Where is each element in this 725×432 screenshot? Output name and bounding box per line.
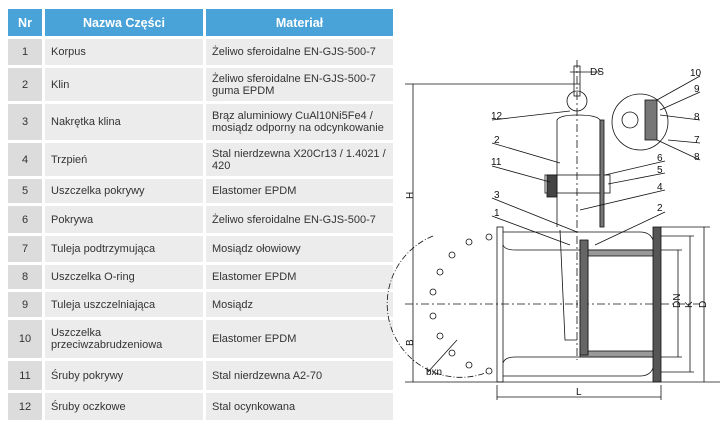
row-name: Uszczelka przeciwzabrudzeniowa (45, 320, 203, 358)
row-nr: 9 (8, 292, 42, 317)
header-name: Nazwa Części (45, 9, 203, 36)
row-name: Uszczelka pokrywy (45, 179, 203, 203)
label-k: K (684, 301, 695, 308)
callout-1: 1 (494, 208, 500, 219)
row-name: Uszczelka O-ring (45, 265, 203, 289)
row-material: Żeliwo sferoidalne EN-GJS-500-7 (206, 206, 393, 233)
row-name: Trzpień (45, 143, 203, 176)
callout-7: 7 (694, 135, 700, 146)
label-bxn: bxn (426, 367, 442, 378)
callout-4: 4 (657, 182, 663, 193)
callout-leaders (427, 75, 701, 373)
row-nr: 6 (8, 206, 42, 233)
row-nr: 1 (8, 39, 42, 65)
row-name: Klin (45, 68, 203, 101)
row-name: Tuleja podtrzymująca (45, 236, 203, 262)
label-h: H (405, 192, 416, 199)
label-b: B (405, 339, 416, 346)
row-nr: 10 (8, 320, 42, 358)
row-material: Mosiądz (206, 292, 393, 317)
row-material: Żeliwo sferoidalne EN-GJS-500-7 (206, 39, 393, 65)
row-nr: 5 (8, 179, 42, 203)
row-material: Żeliwo sferoidalne EN-GJS-500-7 guma EPD… (206, 68, 393, 101)
row-nr: 11 (8, 361, 42, 390)
row-material: Stal nierdzewna X20Cr13 / 1.4021 / 420 (206, 143, 393, 176)
row-nr: 2 (8, 68, 42, 101)
callout-2b: 2 (657, 203, 663, 214)
callout-2: 2 (494, 135, 500, 146)
row-nr: 12 (8, 393, 42, 420)
callout-8: 8 (694, 112, 700, 123)
callout-5: 5 (657, 165, 663, 176)
callout-9: 9 (694, 84, 700, 95)
row-name: Pokrywa (45, 206, 203, 233)
label-d: D (698, 301, 709, 308)
label-ds: DS (590, 67, 604, 78)
row-material: Stal nierdzewna A2-70 (206, 361, 393, 390)
row-name: Tuleja uszczelniająca (45, 292, 203, 317)
callout-10: 10 (690, 68, 702, 79)
label-l: L (576, 387, 582, 398)
row-material: Elastomer EPDM (206, 179, 393, 203)
row-name: Nakrętka klina (45, 104, 203, 140)
row-material: Mosiądz ołowiowy (206, 236, 393, 262)
callout-12: 12 (491, 111, 503, 122)
row-material: Elastomer EPDM (206, 320, 393, 358)
row-name: Śruby pokrywy (45, 361, 203, 390)
header-nr: Nr (8, 9, 42, 36)
callout-11: 11 (491, 157, 502, 168)
row-nr: 8 (8, 265, 42, 289)
header-material: Materiał (206, 9, 393, 36)
row-nr: 4 (8, 143, 42, 176)
row-material: Elastomer EPDM (206, 265, 393, 289)
label-dn: DN (672, 294, 683, 308)
row-name: Korpus (45, 39, 203, 65)
callout-6: 6 (657, 153, 663, 164)
row-material: Brąz aluminiowy CuAl10Ni5Fe4 / mosiądz o… (206, 104, 393, 140)
table-header: Nr Nazwa Części Materiał (8, 9, 393, 36)
valve-body (386, 60, 669, 383)
callout-8b: 8 (694, 152, 700, 163)
row-nr: 7 (8, 236, 42, 262)
row-nr: 3 (8, 104, 42, 140)
row-material: Stal ocynkowana (206, 393, 393, 420)
callout-3: 3 (494, 190, 500, 201)
row-name: Śruby oczkowe (45, 393, 203, 420)
